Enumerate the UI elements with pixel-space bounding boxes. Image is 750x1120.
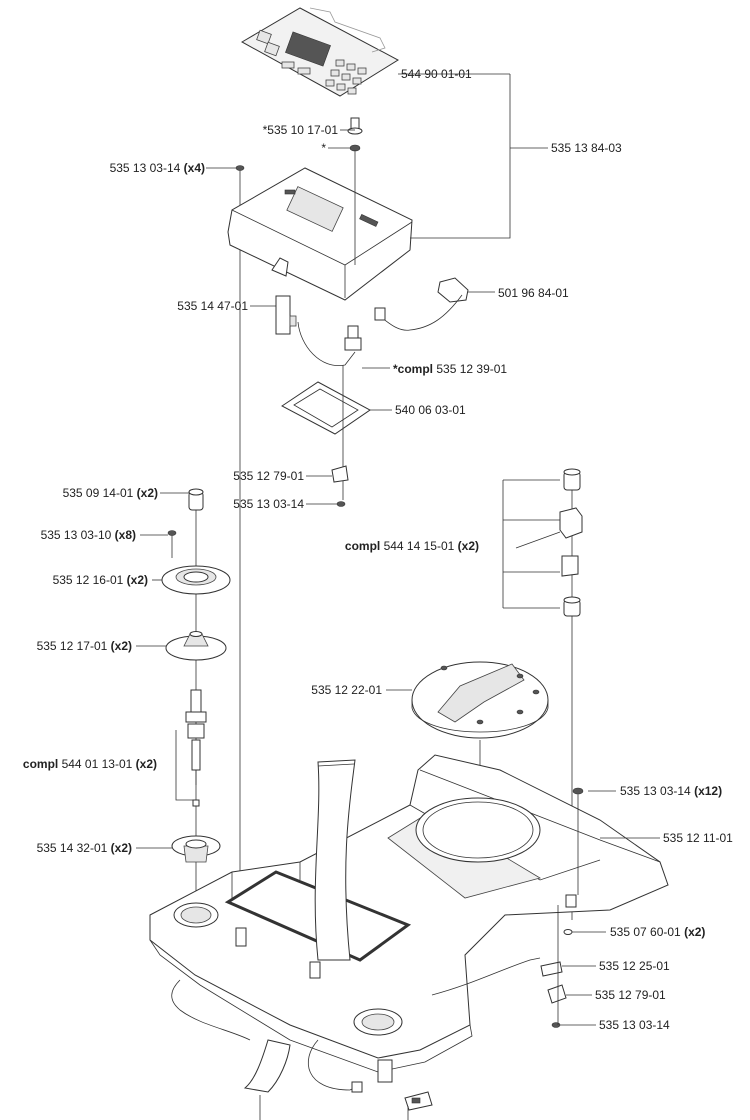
- label-screw-left: 535 13 03-10 (x8): [41, 528, 136, 542]
- label-hinge-compl: compl 544 14 15-01 (x2): [345, 539, 479, 553]
- label-screw-right: 535 13 03-14 (x12): [620, 784, 722, 798]
- bottom-clip: [259, 1091, 433, 1120]
- hinge-stack: [502, 468, 583, 920]
- keypad-buttons: [281, 59, 367, 95]
- chassis-base: [149, 754, 669, 1073]
- screw-top: [235, 165, 245, 930]
- callout-labels: 544 90 01-01 535 13 84-03 *535 10 17-01 …: [23, 67, 733, 1032]
- label-lid-round: 535 12 22-01: [311, 683, 382, 697]
- keypad-panel: [240, 7, 400, 97]
- circuit-board: [281, 381, 371, 435]
- label-screw-top: 535 13 03-14 (x4): [110, 161, 205, 175]
- left-stack: [161, 488, 231, 930]
- leader-lines: [136, 73, 660, 1026]
- round-lid: [411, 661, 549, 830]
- cover-housing: [227, 150, 413, 301]
- right-small-parts: [540, 787, 584, 1028]
- knob: [347, 117, 363, 152]
- shaft-assembly: [175, 689, 207, 807]
- label-ring-left: 535 12 16-01 (x2): [53, 573, 148, 587]
- label-screw-bottom: 535 13 03-14: [599, 1018, 670, 1032]
- label-sensor-right: 501 96 84-01: [498, 286, 569, 300]
- connector-left: [271, 257, 297, 335]
- bracket-mid: [331, 365, 349, 507]
- cable-harness: [297, 321, 362, 366]
- label-cap-left: 535 09 14-01 (x2): [63, 486, 158, 500]
- label-chassis: 535 12 11-01: [663, 831, 733, 845]
- sensor-bracket: [374, 277, 469, 331]
- label-bracket-right: 535 12 79-01: [595, 988, 666, 1002]
- label-grommet-left: 535 14 32-01 (x2): [37, 841, 132, 855]
- label-bracket-mid: 535 12 79-01: [233, 469, 304, 483]
- label-seal-left: 535 12 17-01 (x2): [37, 639, 132, 653]
- label-knob-b: *: [321, 141, 326, 155]
- label-board: 540 06 03-01: [395, 403, 466, 417]
- label-keypad: 544 90 01-01: [401, 67, 472, 81]
- label-connector-left: 535 14 47-01: [177, 299, 248, 313]
- label-cable-compl: *compl 535 12 39-01: [393, 362, 507, 376]
- ribbon-cable: [243, 759, 356, 1093]
- label-plate-right: 535 12 25-01: [599, 959, 670, 973]
- label-washer-right: 535 07 60-01 (x2): [610, 925, 705, 939]
- label-shaft-compl: compl 544 01 13-01 (x2): [23, 757, 157, 771]
- label-knob-a: *535 10 17-01: [263, 123, 339, 137]
- label-assembly: 535 13 84-03: [551, 141, 622, 155]
- wires: [171, 957, 541, 1093]
- label-screw-mid: 535 13 03-14: [233, 497, 304, 511]
